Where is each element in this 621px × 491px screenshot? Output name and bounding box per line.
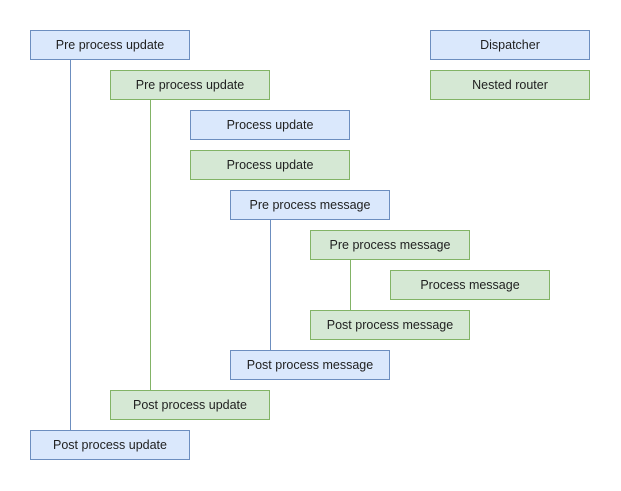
edge-nested-pre-process-update-to-post-process-update [150, 100, 151, 390]
node-process-update-dispatcher[interactable]: Process update [190, 110, 350, 140]
node-label: Pre process message [329, 237, 451, 252]
node-post-process-update-dispatcher[interactable]: Post process update [30, 430, 190, 460]
node-pre-process-message-dispatcher[interactable]: Pre process message [230, 190, 390, 220]
node-label: Pre process update [135, 77, 245, 92]
node-post-process-message-router[interactable]: Post process message [310, 310, 470, 340]
node-label: Post process update [133, 397, 247, 412]
node-pre-process-message-router[interactable]: Pre process message [310, 230, 470, 260]
node-process-message-router[interactable]: Process message [390, 270, 550, 300]
node-label: Process message [420, 277, 520, 292]
node-label: Pre process update [55, 37, 165, 52]
node-post-process-message-dispatcher[interactable]: Post process message [230, 350, 390, 380]
edge-pre-process-update-to-post-process-update [70, 60, 71, 430]
node-label: Pre process message [249, 197, 371, 212]
node-label: Process update [226, 157, 314, 172]
legend-item-label: Nested router [472, 77, 548, 92]
node-process-update-router[interactable]: Process update [190, 150, 350, 180]
node-post-process-update-router[interactable]: Post process update [110, 390, 270, 420]
edge-nested-pre-process-message-to-post-process-message [350, 260, 351, 310]
node-pre-process-update-router[interactable]: Pre process update [110, 70, 270, 100]
node-label: Post process message [326, 317, 454, 332]
node-label: Post process update [53, 437, 167, 452]
edge-pre-process-message-to-post-process-message [270, 220, 271, 350]
legend-item-label: Dispatcher [480, 37, 540, 52]
node-pre-process-update-dispatcher[interactable]: Pre process update [30, 30, 190, 60]
legend-item-nested-router[interactable]: Nested router [430, 70, 590, 100]
legend-item-dispatcher[interactable]: Dispatcher [430, 30, 590, 60]
node-label: Post process message [246, 357, 374, 372]
node-label: Process update [226, 117, 314, 132]
